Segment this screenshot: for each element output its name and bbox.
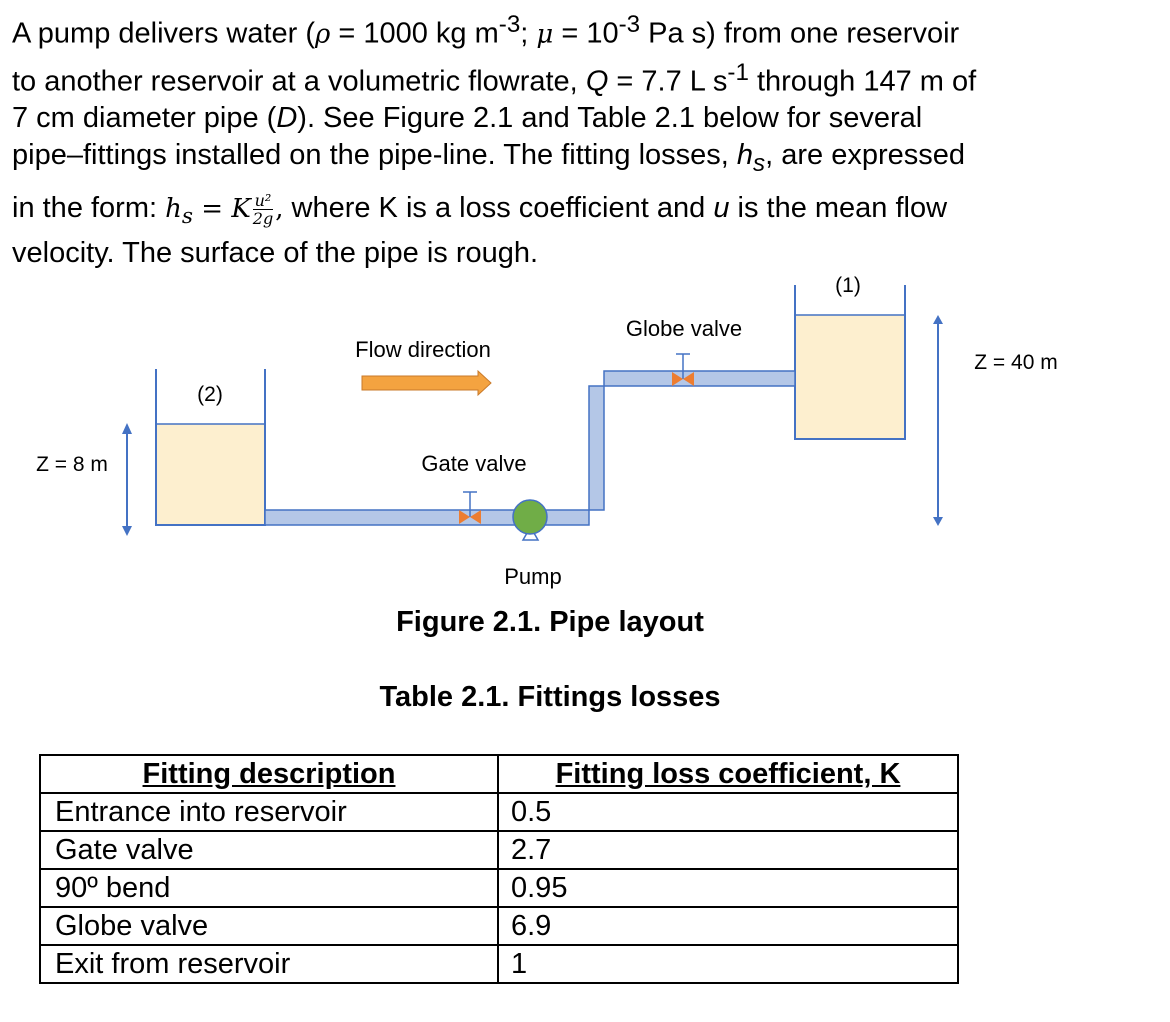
loss-coefficient-cell: 2.7 — [497, 830, 959, 870]
table-title: Table 2.1. Fittings losses — [379, 681, 721, 713]
table-row: Exit from reservoir 1 — [39, 944, 959, 984]
reservoir-1-tank — [794, 285, 906, 440]
fittings-table: Fitting description Fitting loss coeffic… — [39, 754, 959, 984]
problem-line-3: 7 cm diameter pipe (D). See Figure 2.1 a… — [12, 102, 923, 135]
reservoir-1-label: (1) — [835, 274, 861, 297]
problem-line-2: to another reservoir at a volumetric flo… — [12, 58, 977, 98]
reservoir-2-tank — [155, 369, 266, 526]
pipe-layout-diagram: (2) (1) Flow direction Gate valve Pump G… — [36, 274, 1058, 589]
problem-line-1: A pump delivers water (ρ = 1000 kg m-3; … — [12, 11, 960, 50]
problem-statement: A pump delivers water (ρ = 1000 kg m-3; … — [12, 6, 1152, 272]
header-loss-coefficient: Fitting loss coefficient, K — [497, 754, 959, 794]
fitting-name-cell: 90º bend — [39, 868, 499, 908]
table-row: Gate valve 2.7 — [39, 830, 959, 870]
z-high-label: Z = 40 m — [974, 351, 1057, 374]
table-row: 90º bend 0.95 — [39, 868, 959, 908]
header-fitting-description: Fitting description — [39, 754, 499, 794]
loss-coefficient-cell: 1 — [497, 944, 959, 984]
loss-coefficient-cell: 0.5 — [497, 792, 959, 832]
loss-coefficient-cell: 0.95 — [497, 868, 959, 908]
height-marker-low — [122, 423, 132, 536]
reservoir-1-water — [795, 315, 905, 439]
reservoir-2-water — [156, 424, 265, 525]
table-row: Entrance into reservoir 0.5 — [39, 792, 959, 832]
fitting-name-cell: Gate valve — [39, 830, 499, 870]
gate-valve-label: Gate valve — [421, 451, 526, 476]
fitting-name-cell: Exit from reservoir — [39, 944, 499, 984]
fitting-name-cell: Globe valve — [39, 906, 499, 946]
table-header-row: Fitting description Fitting loss coeffic… — [39, 754, 959, 794]
table-row: Globe valve 6.9 — [39, 906, 959, 946]
z-low-label: Z = 8 m — [36, 453, 108, 476]
loss-coefficient-cell: 6.9 — [497, 906, 959, 946]
globe-valve-label: Globe valve — [626, 316, 742, 341]
flow-direction-label: Flow direction — [355, 337, 491, 362]
pump-icon — [512, 499, 548, 541]
problem-line-4: pipe–fittings installed on the pipe-line… — [12, 139, 966, 178]
pump-label: Pump — [504, 564, 561, 589]
height-marker-high — [933, 315, 943, 526]
figure-caption: Figure 2.1. Pipe layout — [396, 606, 704, 638]
flow-direction-arrow — [361, 369, 492, 397]
problem-line-6: velocity. The surface of the pipe is rou… — [12, 237, 539, 270]
gate-valve-icon — [459, 491, 481, 524]
reservoir-2-label: (2) — [197, 383, 223, 406]
equation: hs — [165, 194, 193, 230]
pipeline — [264, 370, 796, 526]
globe-valve-icon — [672, 353, 694, 386]
fitting-name-cell: Entrance into reservoir — [39, 792, 499, 832]
